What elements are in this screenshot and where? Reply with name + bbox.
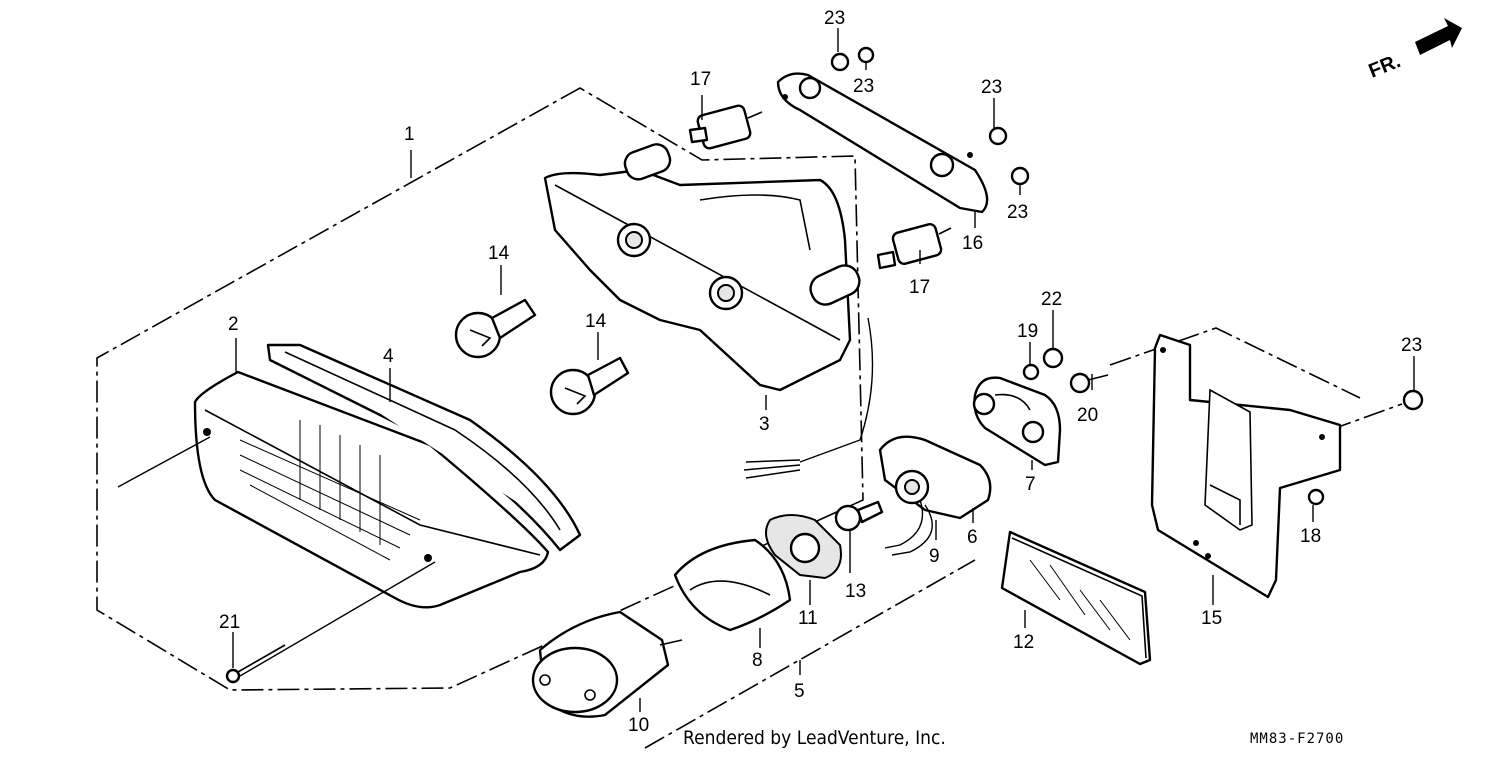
front-direction-arrow-icon [1415,18,1462,55]
bolt-part-20 [1069,372,1109,394]
callout-label: 17 [909,277,930,298]
callout-label: 18 [1300,526,1321,547]
housing-part-3 [543,143,874,479]
callout-label: 12 [1013,632,1034,653]
socket-part-6 [878,435,992,520]
callout-label: 3 [759,414,770,435]
credit-text: Rendered by LeadVenture, Inc. [683,727,946,749]
callout-label: 15 [1201,608,1222,629]
assembly-outline-1 [96,87,864,691]
bulb-part-13 [834,500,884,532]
callout-label: 13 [845,581,866,602]
wire-part-9 [884,499,933,556]
nut-part-23b [988,126,1030,186]
washer-part-19 [1022,363,1040,381]
callout-label: 23 [1401,335,1422,356]
light-part-10 [531,610,683,718]
lens-part-8 [673,538,792,632]
nut-part-23a [830,46,875,72]
callout-label: 1 [404,124,415,145]
callout-label: 19 [1017,321,1038,342]
diagram-code: MM83-F2700 [1250,731,1345,747]
mount-part-17b [876,222,952,270]
leader-lines [232,28,1415,712]
screw-part-21 [117,436,436,684]
callout-label: 20 [1077,405,1098,426]
callout-label: 23 [853,76,874,97]
bracket-part-15 [1150,333,1342,599]
mount-part-17a [688,104,763,150]
callout-label: 16 [962,233,983,254]
callout-label: 23 [981,77,1002,98]
callout-label: 11 [798,608,818,629]
plate-part-7 [972,376,1062,467]
callout-label: 23 [824,8,845,29]
nut-part-23c [1402,389,1424,411]
callout-label: 21 [219,612,240,633]
callout-labels: 1 2 3 4 5 6 7 8 9 10 11 12 13 14 14 15 1… [219,8,1422,736]
callout-label: 7 [1025,474,1036,495]
lens-part-2 [193,370,550,609]
nut-part-18 [1307,488,1325,506]
callout-label: 23 [1007,202,1028,223]
callout-label: 5 [794,681,805,702]
reflector-part-12 [1000,530,1152,666]
bulb-part-14a [454,298,537,359]
assembly-outline-5 [644,559,976,749]
bracket-part-16 [776,72,989,214]
callout-label: 6 [967,527,978,548]
callout-label: 4 [383,346,394,367]
gasket-part-11 [765,514,842,580]
bulb-part-14b [549,356,630,416]
callout-label: 9 [929,546,940,567]
callout-label: 14 [488,243,510,264]
nut-part-22 [1042,347,1064,369]
callout-label: 17 [690,69,711,90]
callout-label: 14 [585,311,607,332]
assembly-outline-15 [1109,327,1403,431]
callout-label: 10 [628,715,649,736]
gasket-part-4 [266,343,582,552]
callout-label: 22 [1041,289,1062,310]
callout-label: 2 [228,314,239,335]
callout-label: 8 [752,650,763,671]
front-direction-label: FR. [1366,50,1404,82]
